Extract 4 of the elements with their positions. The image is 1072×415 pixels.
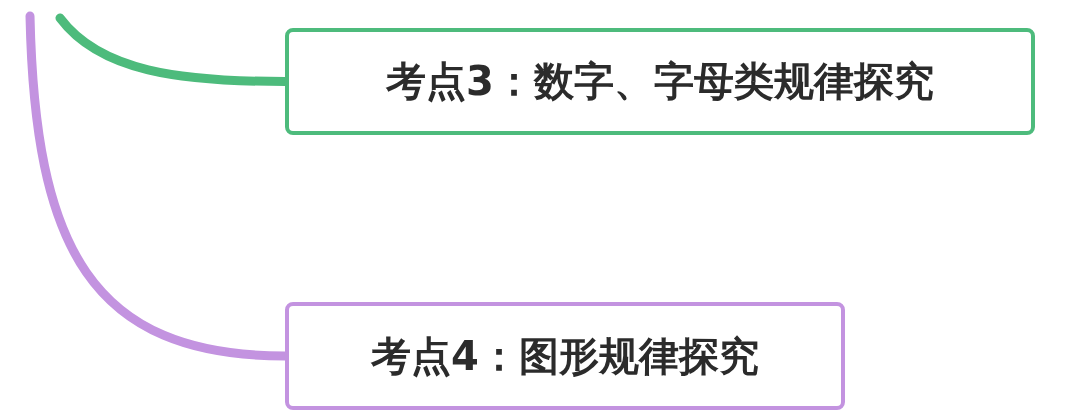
topic-text: 考点3：数字、字母类规律探究 [386, 57, 934, 106]
topic-text: 考点4：图形规律探究 [371, 331, 759, 381]
topic-box [285, 28, 1035, 135]
topic-box [285, 302, 845, 410]
